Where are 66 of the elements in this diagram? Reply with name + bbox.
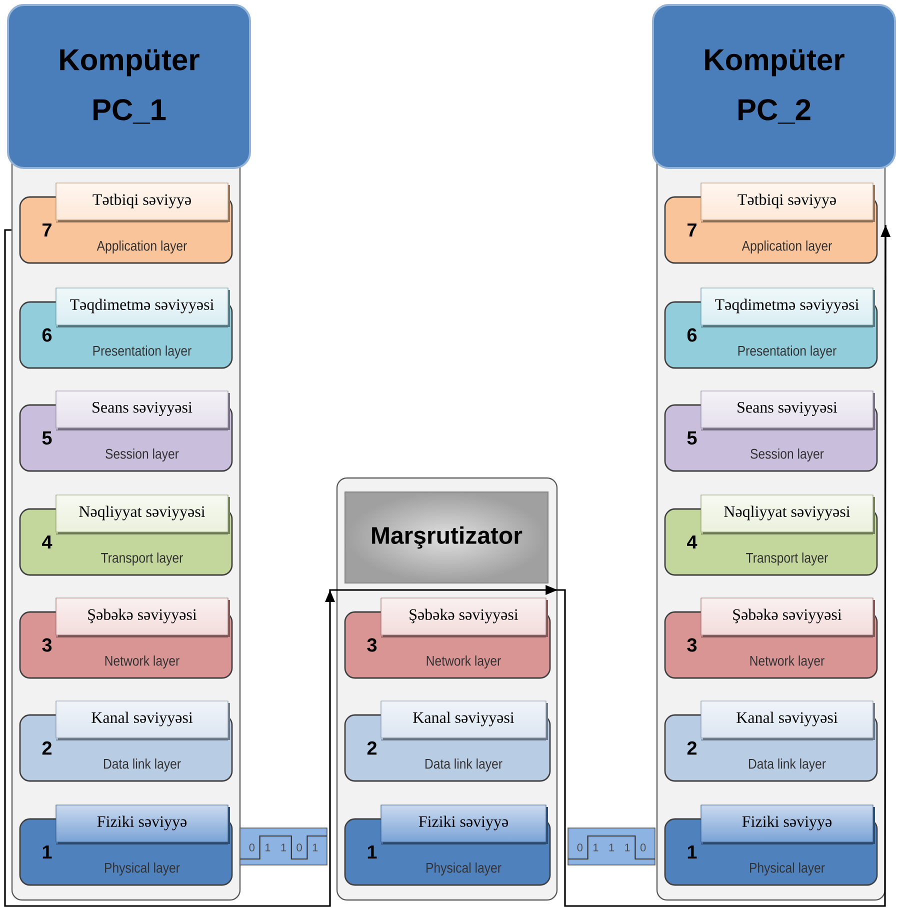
layer-name-english: Physical layer xyxy=(426,862,502,876)
layer-name: Seans səviyyəsi xyxy=(738,402,838,416)
layer-name-english: Physical layer xyxy=(750,862,825,876)
layer-name: Nəqliyyat səviyyəsi xyxy=(79,506,206,520)
layer-number: 1 xyxy=(688,845,697,859)
bit-digit: 0 xyxy=(577,844,583,852)
layer-number: 1 xyxy=(42,845,52,859)
layer-number: 5 xyxy=(687,431,697,445)
layer-name: Təqdimetmə səviyyəsi xyxy=(70,298,214,314)
layer-name-english: Presentation layer xyxy=(738,345,836,359)
layer-number: 1 xyxy=(368,845,377,859)
bit-digit: 1 xyxy=(609,844,614,852)
layer-name-english: Network layer xyxy=(105,655,180,669)
layer-name: Şəbəkə səviyyəsi xyxy=(733,608,842,624)
layer-name: Kanal səviyyəsi xyxy=(413,712,514,726)
layer-name-english: Data link layer xyxy=(104,758,181,772)
bit-digit: 0 xyxy=(296,844,302,852)
layer-name-english: Presentation layer xyxy=(93,345,192,359)
bit-digit: 1 xyxy=(281,844,286,852)
layer-number: 5 xyxy=(42,431,52,445)
bit-digit: 1 xyxy=(625,844,630,852)
layer-name-english: Transport layer xyxy=(101,552,183,566)
layer-name: Fiziki səviyyə xyxy=(97,816,186,830)
bit-digit: 1 xyxy=(312,844,318,852)
layer-name: Fiziki səviyyə xyxy=(418,816,508,830)
layer-number: 2 xyxy=(687,741,697,755)
layer-name: Seans səviyyəsi xyxy=(92,402,192,416)
layer-number: 4 xyxy=(687,535,698,549)
layer-number: 2 xyxy=(367,741,377,755)
flow-arrow xyxy=(4,229,558,907)
bit-digit: 1 xyxy=(593,844,598,852)
bit-digit: 1 xyxy=(265,844,270,852)
layer-name-english: Network layer xyxy=(426,655,501,669)
layer-name-english: Application layer xyxy=(742,240,832,254)
layer-number: 3 xyxy=(42,638,52,652)
layer-name-english: Application layer xyxy=(96,240,187,254)
layer-name-english: Physical layer xyxy=(105,862,180,876)
layer-name: Kanal səviyyəsi xyxy=(92,712,193,726)
router-header: Marşrutizator xyxy=(344,492,548,584)
layer-number: 2 xyxy=(42,741,52,755)
layer-name-english: Data link layer xyxy=(425,758,502,772)
layer-name: Fiziki səviyyə xyxy=(742,816,832,830)
layer-name: Nəqliyyat səviyyəsi xyxy=(724,506,850,520)
layer-number: 3 xyxy=(367,638,377,652)
layer-name: Təqdimetmə səviyyəsi xyxy=(715,298,859,314)
layer-name-english: Transport layer xyxy=(746,552,828,566)
layer-number: 7 xyxy=(42,223,52,237)
computer-header: Kompüter PC_1 xyxy=(7,4,251,169)
bit-digit: 0 xyxy=(640,844,646,852)
layer-number: 7 xyxy=(688,223,696,237)
layer-name-english: Data link layer xyxy=(748,758,826,772)
layer-number: 3 xyxy=(687,638,697,652)
layer-name-english: Session layer xyxy=(106,448,179,462)
layer-name: Tətbiqi səviyyə xyxy=(738,194,836,208)
layer-number: 6 xyxy=(687,328,697,342)
computer-header: Kompüter PC_2 xyxy=(652,4,896,169)
layer-name: Şəbəkə səviyyəsi xyxy=(88,608,197,624)
layer-name-english: Session layer xyxy=(750,448,824,462)
layer-name: Kanal səviyyəsi xyxy=(736,712,838,726)
flow-arrow xyxy=(557,225,891,907)
layer-name: Şəbəkə səviyyəsi xyxy=(410,608,518,624)
layer-number: 4 xyxy=(42,535,52,549)
layer-number: 6 xyxy=(42,328,52,342)
bit-digit: 0 xyxy=(249,844,255,852)
layer-name: Tətbiqi səviyyə xyxy=(92,194,191,208)
layer-name-english: Network layer xyxy=(750,655,824,669)
